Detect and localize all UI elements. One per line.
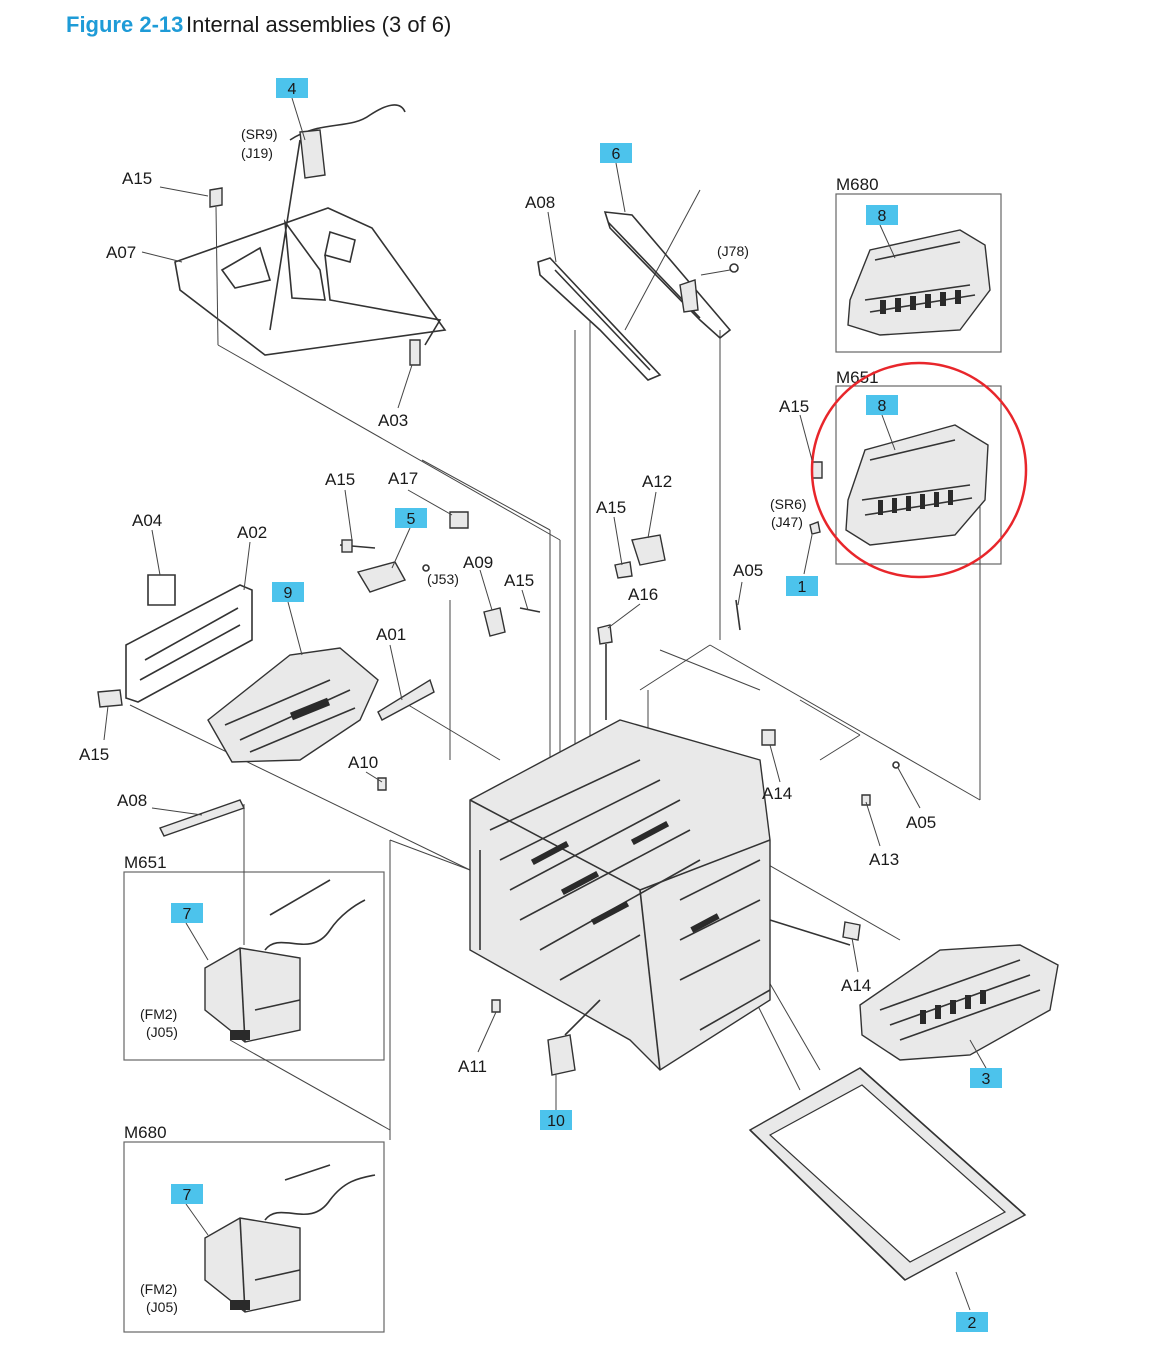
label-a15-4: A15 [596,498,626,517]
m680-fan-frame [123,1141,385,1333]
callout-box-1 [786,576,818,596]
label-a12: A12 [642,472,672,491]
label-a15-5: A15 [504,571,534,590]
part-small-components [339,511,741,791]
part-main-chassis [469,719,900,1071]
label-a14-1: A14 [762,784,792,803]
part-fuser-m651 [809,424,989,546]
figure-title: Internal assemblies (3 of 6) [186,12,451,37]
callout-box-8-m680 [866,205,898,225]
part-a08-rail [159,799,245,837]
label-a05-1: A05 [733,561,763,580]
part-fuser-m680 [847,229,991,336]
label-a05-2: A05 [906,813,936,832]
model-label-m680-top: M680 [836,175,879,194]
callout-box-9 [272,582,304,602]
label-a14-2: A14 [841,976,871,995]
m651-fuser-frame [835,385,1002,565]
model-label-m651-bottom: M651 [124,853,167,872]
label-a04: A04 [132,511,162,530]
callout-box-3 [970,1068,1002,1088]
figure-label: Figure 2-13 [66,12,183,37]
connector-labels: (SR9) (J19) (J78) (SR6) (J47) (J53) (FM2… [140,126,807,1315]
callout-box-8-m651 [866,395,898,415]
part-3-fuser [859,944,1059,1061]
callout-9: 9 [284,585,293,602]
callout-box-7-m680 [171,1184,203,1204]
part-side-panel [97,574,253,708]
callout-7-m651: 7 [183,906,192,923]
label-a15-1: A15 [122,169,152,188]
label-a08-top: A08 [525,193,555,212]
part-top-rails [537,211,739,381]
label-a15-3: A15 [325,470,355,489]
callout-1: 1 [798,579,807,596]
callout-5: 5 [407,511,416,528]
label-a01: A01 [376,625,406,644]
label-a15-6: A15 [79,745,109,764]
m651-fan-frame [123,871,385,1061]
part-7-fan-m680 [204,1164,376,1313]
callout-6: 6 [612,146,621,163]
part-7-fan-m651 [204,879,366,1043]
callout-box-2 [956,1312,988,1332]
model-label-m680-bottom: M680 [124,1123,167,1142]
m680-fuser-frame [835,193,1002,353]
callout-box-7-m651 [171,903,203,923]
callout-4: 4 [288,81,297,98]
part-laser-unit [207,647,379,763]
connector-j05-m680: (J05) [146,1299,178,1315]
callout-box-4 [276,78,308,98]
connector-j53: (J53) [427,571,459,587]
label-a03: A03 [378,411,408,430]
part-2-transfer-belt [748,1067,1027,1281]
connector-fm2-m680: (FM2) [140,1281,177,1297]
connector-fm2-m651: (FM2) [140,1006,177,1022]
leader-lines [103,97,987,1311]
callout-2: 2 [968,1315,977,1332]
part-plate-assembly [174,104,447,366]
label-a17: A17 [388,469,418,488]
callout-3: 3 [982,1071,991,1088]
label-a13: A13 [869,850,899,869]
label-a07: A07 [106,243,136,262]
callouts: 4 6 8 8 5 1 9 7 7 3 10 2 [171,78,1002,1332]
connector-j19: (J19) [241,145,273,161]
callout-8-m651: 8 [878,398,887,415]
callout-7-m680: 7 [183,1187,192,1204]
callout-box-6 [600,143,632,163]
callout-8-m680: 8 [878,208,887,225]
model-label-m651-top: M651 [836,368,879,387]
connector-j47: (J47) [771,514,803,530]
label-a10: A10 [348,753,378,772]
label-a08-bottom: A08 [117,791,147,810]
callout-10: 10 [547,1113,565,1130]
callout-box-5 [395,508,427,528]
label-a16: A16 [628,585,658,604]
label-a11: A11 [458,1057,487,1076]
part-10-bracket [547,999,601,1076]
label-a09: A09 [463,553,493,572]
label-a15-2: A15 [779,397,809,416]
label-a02: A02 [237,523,267,542]
callout-box-10 [540,1110,572,1130]
connector-j78: (J78) [717,243,749,259]
connector-sr9: (SR9) [241,126,278,142]
part-labels: A15 A07 A03 A08 A15 A04 A02 A15 A17 A12 … [79,169,936,1076]
connector-sr6: (SR6) [770,496,807,512]
highlight-circle [810,361,1028,579]
connector-j05-m651: (J05) [146,1024,178,1040]
